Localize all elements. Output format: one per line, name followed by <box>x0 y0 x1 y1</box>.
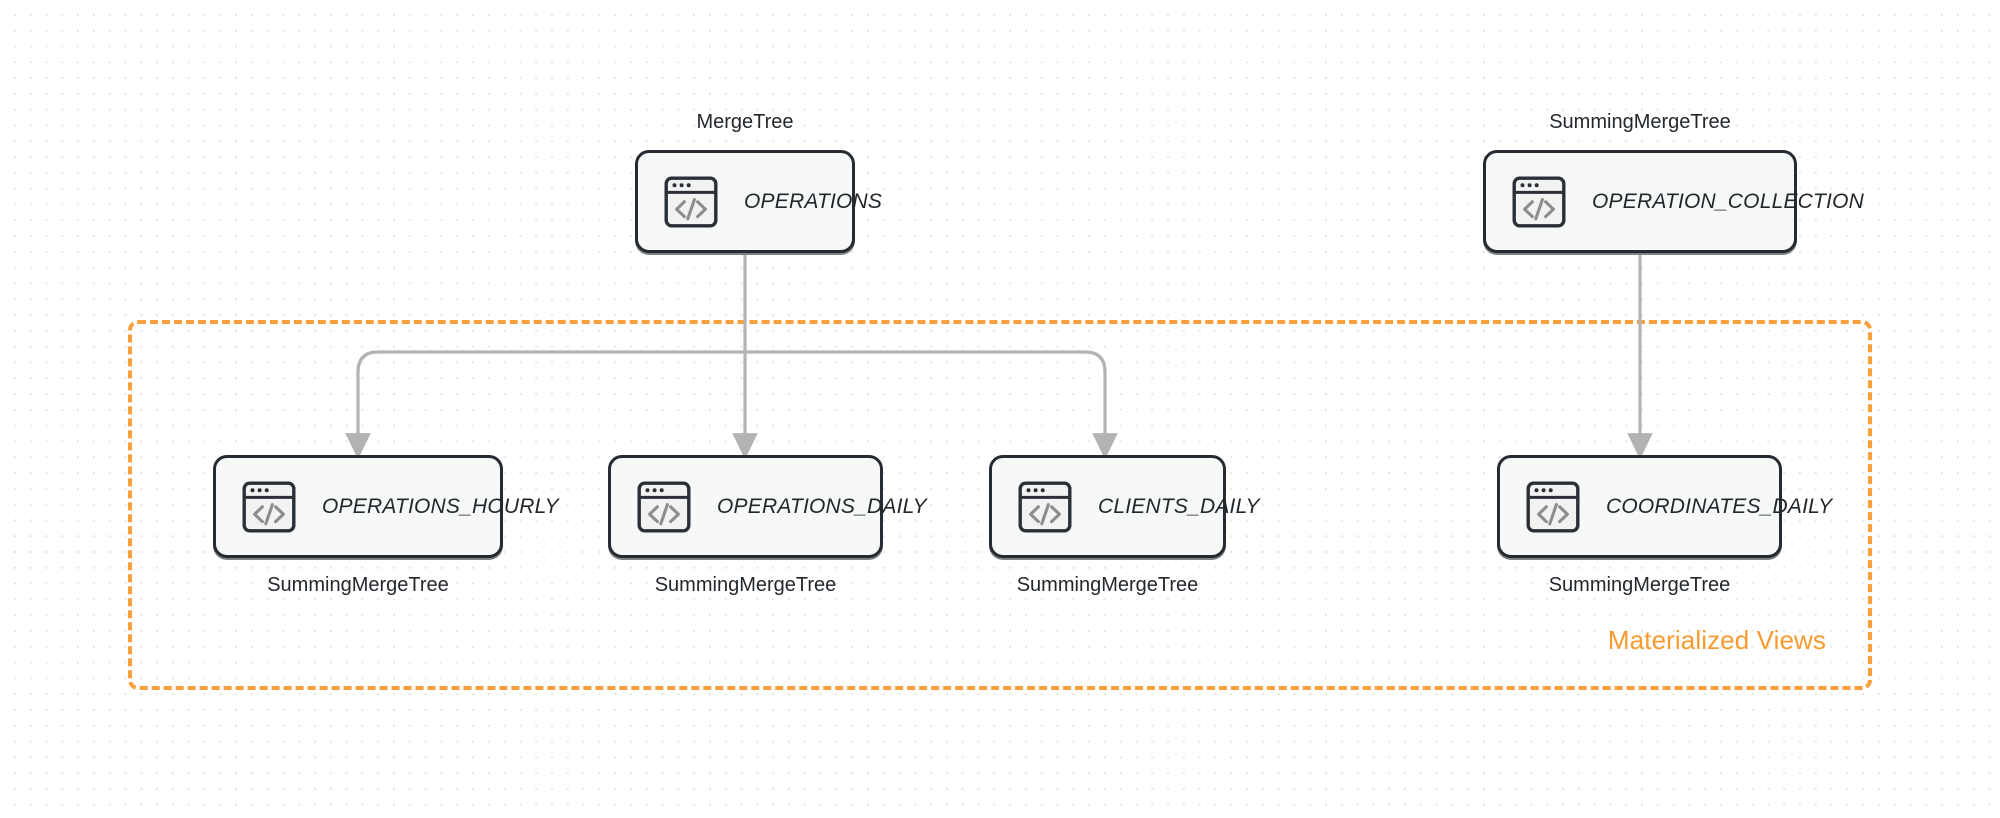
node-coordinates_daily[interactable]: COORDINATES_DAILY <box>1497 455 1832 558</box>
code-window-icon <box>1018 481 1072 533</box>
engine-caption-operations_daily: SummingMergeTree <box>654 574 837 596</box>
materialized-views-group: Materialized Views <box>128 320 1872 690</box>
node-operations_daily[interactable]: OPERATIONS_DAILY <box>608 455 927 558</box>
node-operations_hourly[interactable]: OPERATIONS_HOURLY <box>213 455 559 558</box>
engine-caption-operations: MergeTree <box>696 111 794 133</box>
node-label-clients_daily: CLIENTS_DAILY <box>1098 494 1260 518</box>
code-window-icon <box>637 481 691 533</box>
code-window-icon <box>664 176 718 228</box>
engine-caption-operations_hourly: SummingMergeTree <box>267 574 449 596</box>
node-label-operation_collection: OPERATION_COLLECTION <box>1592 189 1864 213</box>
engine-caption-clients_daily: SummingMergeTree <box>1016 574 1199 596</box>
materialized-views-label: Materialized Views <box>1607 625 1826 655</box>
code-window-icon <box>1526 481 1580 533</box>
node-label-operations_daily: OPERATIONS_DAILY <box>717 494 927 518</box>
node-label-coordinates_daily: COORDINATES_DAILY <box>1606 494 1833 518</box>
engine-caption-coordinates_daily: SummingMergeTree <box>1548 574 1731 596</box>
node-operation_collection[interactable]: OPERATION_COLLECTION <box>1483 150 1864 253</box>
code-window-icon <box>242 481 296 533</box>
node-label-operations_hourly: OPERATIONS_HOURLY <box>322 494 559 518</box>
engine-caption-operation_collection: SummingMergeTree <box>1549 111 1731 133</box>
node-label-operations: OPERATIONS <box>744 189 883 213</box>
node-clients_daily[interactable]: CLIENTS_DAILY <box>989 455 1260 558</box>
code-window-icon <box>1512 176 1566 228</box>
node-operations[interactable]: OPERATIONS <box>635 150 882 253</box>
